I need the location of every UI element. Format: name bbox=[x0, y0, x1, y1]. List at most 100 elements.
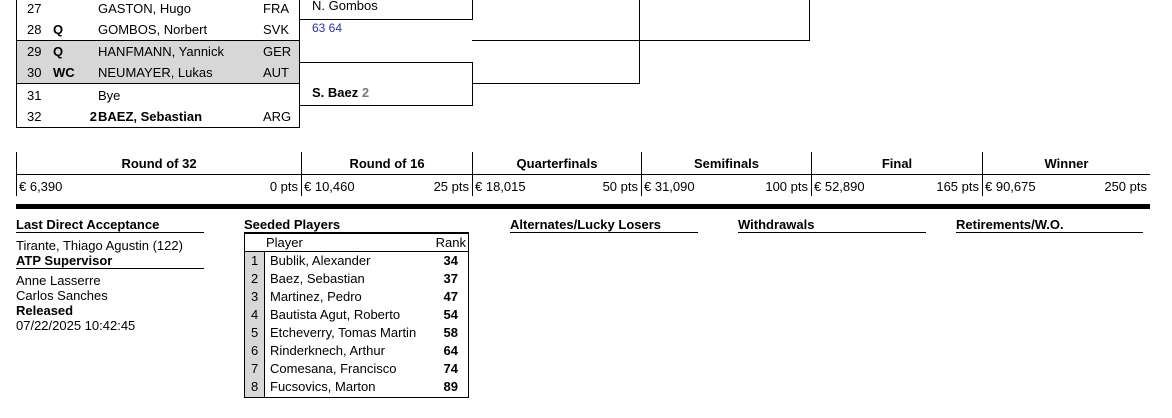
bracket-connector bbox=[472, 83, 640, 84]
section-underline bbox=[16, 232, 204, 233]
seed-number: 5 bbox=[251, 325, 259, 340]
prize-round: Round of 32 bbox=[121, 156, 197, 171]
draw-row: 32 2 BAEZ, Sebastian ARG bbox=[17, 106, 299, 127]
section-underline bbox=[510, 232, 698, 233]
prize-points: 100 pts bbox=[765, 179, 808, 194]
prize-points: 50 pts bbox=[602, 179, 638, 194]
prize-money: € 10,460 bbox=[304, 179, 355, 194]
prize-col-r16: Round of 16 € 10,460 25 pts bbox=[301, 152, 472, 196]
bracket-winner-name[interactable]: S. Baez 2 bbox=[312, 85, 369, 100]
prize-col-r32: Round of 32 € 6,390 0 pts bbox=[16, 152, 301, 196]
draw-row: 29 Q HANFMANN, Yannick GER bbox=[17, 41, 299, 62]
seeded-player[interactable]: Bublik, Alexander bbox=[270, 253, 371, 268]
seeded-col-rank: Rank bbox=[435, 235, 466, 250]
draw-number: 28 bbox=[27, 22, 42, 37]
draw-number: 27 bbox=[27, 1, 42, 16]
supervisor-name: Carlos Sanches bbox=[16, 288, 108, 303]
seed-number: 2 bbox=[251, 271, 259, 286]
player-name[interactable]: HANFMANN, Yannick bbox=[98, 44, 224, 59]
seeded-row: 3 Martinez, Pedro 47 bbox=[245, 288, 468, 306]
seed-number: 7 bbox=[251, 361, 259, 376]
seeded-row: 8 Fucsovics, Marton 89 bbox=[245, 378, 468, 396]
seeded-row: 5 Etcheverry, Tomas Martin 58 bbox=[245, 324, 468, 342]
player-name[interactable]: GASTON, Hugo bbox=[98, 1, 191, 16]
prize-money: € 90,675 bbox=[985, 179, 1036, 194]
match-score[interactable]: 63 64 bbox=[312, 21, 343, 35]
prize-money: € 52,890 bbox=[814, 179, 865, 194]
prize-col-sf: Semifinals € 31,090 100 pts bbox=[641, 152, 811, 196]
bracket-winner-name[interactable]: N. Gombos bbox=[312, 0, 378, 13]
supervisor-title: ATP Supervisor bbox=[16, 253, 113, 268]
released-value: 07/22/2025 10:42:45 bbox=[16, 318, 136, 333]
player-country: GER bbox=[263, 44, 292, 59]
draw-seed: WC bbox=[53, 65, 75, 80]
section-underline bbox=[738, 232, 926, 233]
prize-round: Round of 16 bbox=[349, 156, 425, 171]
seeded-col-player: Player bbox=[266, 235, 303, 250]
seeded-player[interactable]: Bautista Agut, Roberto bbox=[270, 307, 401, 322]
section-underline bbox=[16, 268, 204, 269]
player-name[interactable]: NEUMAYER, Lukas bbox=[98, 65, 213, 80]
player-name[interactable]: Bye bbox=[98, 88, 121, 103]
seeded-player[interactable]: Rinderknech, Arthur bbox=[270, 343, 385, 358]
bracket-qf-box bbox=[639, 0, 810, 41]
prize-col-qf: Quarterfinals € 18,015 50 pts bbox=[472, 152, 641, 196]
draw-row: 31 Bye bbox=[17, 85, 299, 106]
prize-round: Quarterfinals bbox=[516, 156, 598, 171]
draw-seed: 2 bbox=[89, 109, 97, 124]
player-name[interactable]: GOMBOS, Norbert bbox=[98, 22, 208, 37]
seeded-player[interactable]: Comesana, Francisco bbox=[270, 361, 397, 376]
seeded-header-row: Player Rank bbox=[245, 234, 468, 252]
draw-block-31-32: 31 Bye 32 2 BAEZ, Sebastian ARG bbox=[16, 83, 300, 128]
section-underline bbox=[244, 232, 469, 233]
bracket-winner-seed: 2 bbox=[361, 85, 370, 100]
prize-money: € 18,015 bbox=[475, 179, 526, 194]
seeded-rank: 89 bbox=[443, 379, 458, 394]
player-name[interactable]: BAEZ, Sebastian bbox=[98, 109, 203, 124]
prize-money: € 31,090 bbox=[644, 179, 695, 194]
prize-col-winner: Winner € 90,675 250 pts bbox=[982, 152, 1150, 196]
seeded-rank: 58 bbox=[443, 325, 458, 340]
bracket-connector bbox=[472, 40, 640, 41]
player-country: FRA bbox=[263, 1, 289, 16]
prize-col-final: Final € 52,890 165 pts bbox=[811, 152, 982, 196]
seeded-player[interactable]: Martinez, Pedro bbox=[270, 289, 362, 304]
seeded-rank: 47 bbox=[443, 289, 458, 304]
draw-number: 30 bbox=[27, 65, 42, 80]
player-country: ARG bbox=[263, 109, 292, 124]
bracket-r2-top-box bbox=[300, 0, 473, 20]
draw-seed: Q bbox=[53, 22, 64, 37]
seeded-rank: 54 bbox=[443, 307, 458, 322]
player-country: SVK bbox=[263, 22, 290, 37]
draw-number: 29 bbox=[27, 44, 42, 59]
draw-row: 28 Q GOMBOS, Norbert SVK bbox=[17, 19, 299, 40]
bracket-r2-bottom-box bbox=[300, 62, 473, 106]
player-country: AUT bbox=[263, 65, 289, 80]
draw-block-29-30: 29 Q HANFMANN, Yannick GER 30 WC NEUMAYE… bbox=[16, 40, 300, 84]
draw-seed: Q bbox=[53, 44, 64, 59]
prize-points: 165 pts bbox=[936, 179, 979, 194]
seeded-player[interactable]: Fucsovics, Marton bbox=[270, 379, 376, 394]
seed-number: 8 bbox=[251, 379, 259, 394]
seeded-row: 2 Baez, Sebastian 37 bbox=[245, 270, 468, 288]
draw-row: 27 GASTON, Hugo FRA bbox=[17, 0, 299, 19]
seeded-player[interactable]: Baez, Sebastian bbox=[270, 271, 365, 286]
withdrawals-title: Withdrawals bbox=[738, 217, 815, 232]
seeded-rank: 64 bbox=[443, 343, 458, 358]
released-title: Released bbox=[16, 303, 74, 318]
draw-number: 31 bbox=[27, 88, 42, 103]
seeded-row: 7 Comesana, Francisco 74 bbox=[245, 360, 468, 378]
draw-number: 32 bbox=[27, 109, 42, 124]
seeded-player[interactable]: Etcheverry, Tomas Martin bbox=[270, 325, 417, 340]
prize-round: Final bbox=[881, 156, 913, 171]
prize-round: Semifinals bbox=[693, 156, 760, 171]
bracket-connector bbox=[639, 0, 640, 84]
section-underline bbox=[956, 232, 1143, 233]
prize-round: Winner bbox=[1044, 156, 1089, 171]
seed-number: 1 bbox=[251, 253, 259, 268]
prize-divider bbox=[16, 174, 1150, 175]
seeded-row: 4 Bautista Agut, Roberto 54 bbox=[245, 306, 468, 324]
seeded-players-table: Player Rank 1 Bublik, Alexander 34 2 Bae… bbox=[244, 233, 469, 398]
prize-money: € 6,390 bbox=[19, 179, 63, 194]
prize-points: 0 pts bbox=[269, 179, 298, 194]
